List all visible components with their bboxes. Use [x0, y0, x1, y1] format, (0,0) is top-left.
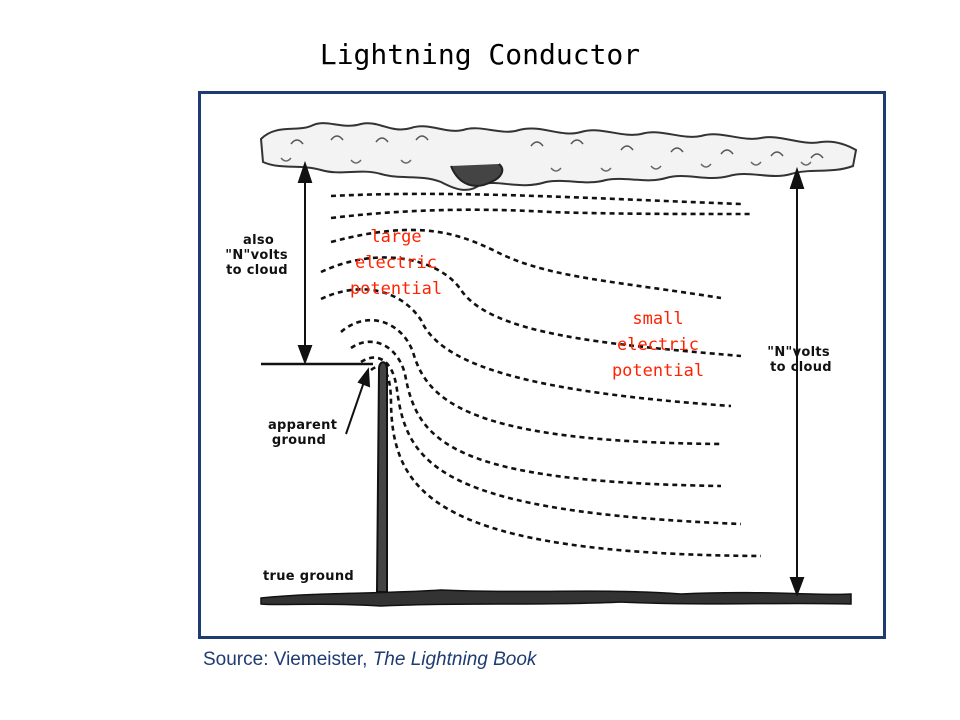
- apparent-ground-pointer: [345, 367, 371, 435]
- equipotential-line-7: [350, 340, 722, 488]
- source-prefix: Source: Viemeister,: [203, 649, 373, 670]
- equipotential-line-8: [360, 356, 742, 526]
- equipotential-line-2: [330, 208, 752, 220]
- also-n-volts-label: also "N"volts to cloud: [225, 233, 292, 278]
- annotations: also "N"volts to cloud "N"volts to cloud…: [225, 233, 834, 584]
- small-potential-label: small electric potential: [611, 309, 705, 381]
- true-ground-label: true ground: [263, 569, 354, 584]
- lightning-rod: [375, 361, 388, 593]
- true-ground: [260, 589, 852, 607]
- n-volts-label: "N"volts to cloud: [767, 345, 834, 375]
- right-height-arrow: [789, 166, 805, 597]
- lightning-diagram: also "N"volts to cloud "N"volts to cloud…: [225, 122, 858, 607]
- equipotential-line-6: [340, 318, 722, 446]
- equipotential-line-5: [320, 288, 732, 408]
- slide-title: Lightning Conductor: [319, 38, 641, 71]
- equipotential-line-3: [330, 228, 722, 300]
- source-caption: Source: Viemeister, The Lightning Book: [203, 649, 536, 671]
- left-height-arrow: [297, 160, 313, 365]
- large-potential-label: large electric potential: [349, 227, 443, 299]
- equipotential-line-1: [330, 192, 742, 206]
- source-book-title: The Lightning Book: [372, 649, 537, 670]
- diagram-frame: also "N"volts to cloud "N"volts to cloud…: [198, 91, 886, 639]
- equipotential-line-4: [320, 256, 742, 358]
- equipotential-lines: [320, 192, 762, 558]
- apparent-ground-label: apparent ground: [268, 418, 342, 448]
- storm-cloud: [259, 122, 858, 191]
